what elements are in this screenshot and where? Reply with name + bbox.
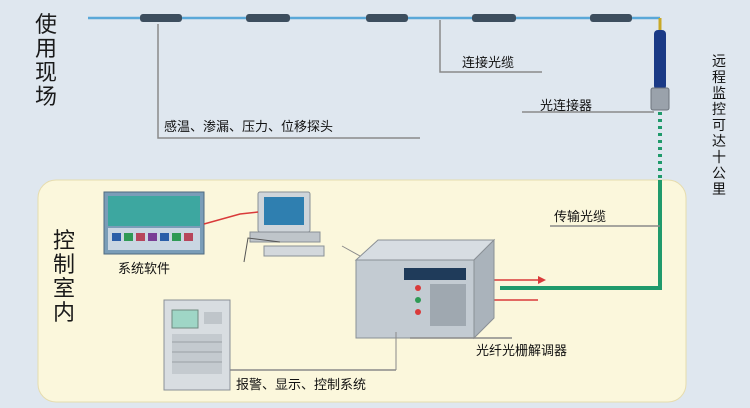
connecting-cable-label: 连接光缆: [462, 56, 515, 71]
system-software-screen: [103, 191, 205, 255]
alarm-system-label: 报警、显示、控制系统: [236, 378, 367, 393]
fiber-sensor-probes: [140, 14, 632, 22]
transmission-cable-label: 传输光缆: [554, 210, 607, 225]
fiber-connector-body: [654, 30, 666, 90]
control-room-title: 控 制 室 内: [52, 229, 75, 326]
sensor-probes-label: 感温、渗漏、压力、位移探头: [164, 120, 334, 135]
alarm-control-cabinet: [163, 299, 231, 391]
cable-leader-line: [439, 20, 542, 73]
computer-cable: [243, 237, 281, 263]
probe-leader-line: [157, 24, 420, 139]
transmission-cable: [500, 180, 662, 290]
computer-demod-link: [341, 245, 361, 257]
demodulator-label: 光纤光栅解调器: [476, 344, 568, 359]
optical-connector-label: 光连接器: [540, 99, 593, 114]
output-arrows: [494, 276, 546, 301]
computer-icon: [249, 191, 325, 257]
optical-connector-icon: [650, 87, 670, 111]
site-title: 使 用 现 场: [34, 13, 57, 110]
system-software-label: 系统软件: [118, 262, 171, 277]
remote-monitor-note: 远 程 监 控 可 达 十 公 里: [712, 54, 726, 198]
software-link: [203, 211, 259, 225]
demodulator-unit: [354, 238, 496, 340]
